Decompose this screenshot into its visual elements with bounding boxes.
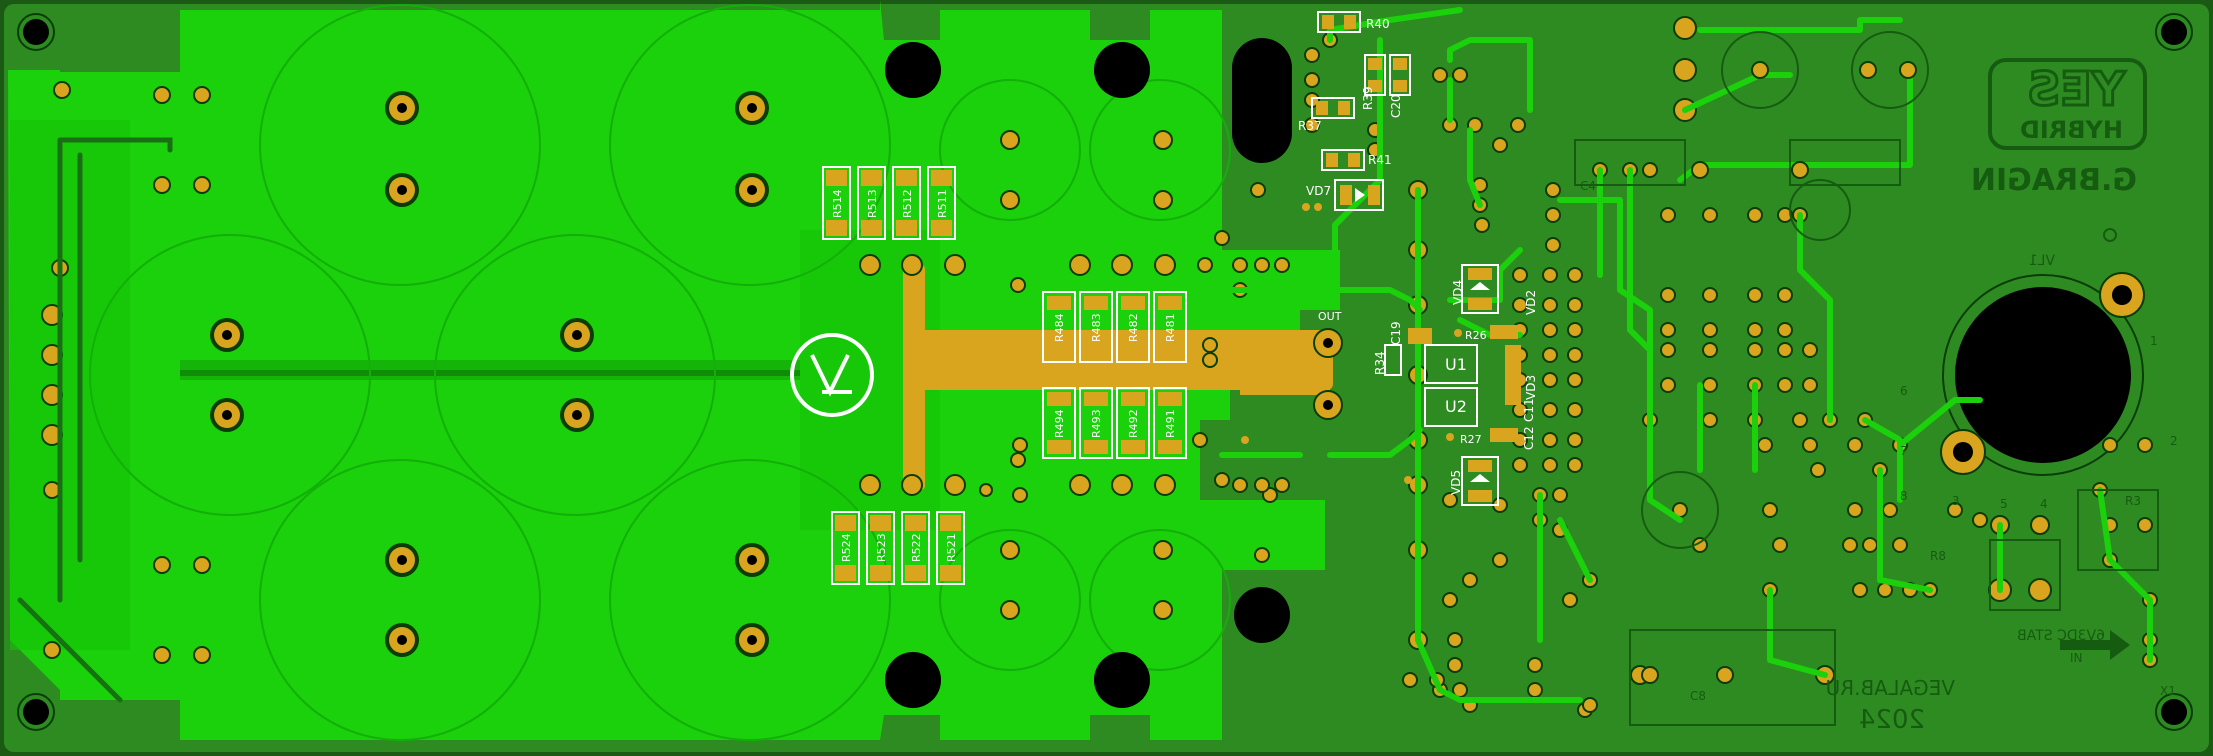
label-r514: R514 — [831, 189, 844, 218]
label-r522: R522 — [910, 533, 923, 562]
capacitor-outlines — [89, 4, 1231, 741]
r49x-bank — [1042, 387, 1187, 459]
label-r513: R513 — [866, 189, 879, 218]
label-r511: R511 — [936, 189, 949, 218]
label-r524: R524 — [840, 533, 853, 562]
smd-resistor-banks — [822, 166, 1187, 585]
mount-hole-tl — [23, 19, 49, 45]
tube-socket-hole — [1955, 287, 2131, 463]
label-r40: R40 — [1366, 17, 1390, 31]
label-r523: R523 — [875, 533, 888, 562]
input-arrow — [2060, 630, 2130, 660]
label-c11: C11 — [1522, 398, 1536, 422]
large-cap-pads — [210, 91, 769, 657]
label-out: OUT — [1318, 310, 1342, 323]
vl-logo — [790, 333, 874, 417]
front-silk-labels: R40 R37 R39 C20 R41 VD7 VD4 VD2 VD3 VD5 … — [1298, 17, 1538, 495]
yes-hybrid-logo-frame — [1988, 58, 2147, 150]
author-text: G.BRAGIN — [1971, 163, 2137, 198]
vl1-text: VL1 — [2029, 253, 2055, 269]
year-text: 2024 — [1859, 705, 1925, 735]
label-x1: X1 — [2160, 684, 2176, 698]
back-silk: YES HYBRID G.BRAGIN VEGALAB.RU 2024 6V3D… — [1574, 31, 2178, 735]
r51x-bank — [822, 166, 956, 240]
label-r481: R481 — [1164, 313, 1177, 342]
label-vd4: VD4 — [1451, 280, 1465, 305]
label-r26: R26 — [1465, 329, 1487, 342]
pin-label-7: 7 — [1900, 444, 1908, 458]
pin-label-3: 3 — [1952, 494, 1960, 508]
pin-label-4: 4 — [2040, 497, 2048, 511]
resistor-bank-labels: R514 R513 R512 R511 R484 R483 R482 R481 … — [831, 189, 1177, 562]
mount-hole-br — [2161, 699, 2187, 725]
label-r39: R39 — [1361, 86, 1375, 110]
smd-small-parts — [1311, 11, 1521, 506]
label-r492: R492 — [1127, 409, 1140, 438]
label-r8: R8 — [1930, 549, 1946, 563]
mount-hole-tr — [2161, 19, 2187, 45]
label-c12: C12 — [1522, 426, 1536, 450]
mounting-holes — [23, 19, 2187, 725]
r48x-bank — [1042, 291, 1187, 363]
label-r34: R34 — [1373, 351, 1387, 375]
logo-hybrid-text: HYBRID — [2020, 116, 2123, 144]
label-r521: R521 — [945, 533, 958, 562]
through-hole-pads — [41, 32, 2158, 718]
label-r41: R41 — [1368, 153, 1392, 167]
pin-label-8: 8 — [1900, 489, 1908, 503]
label-vd3: VD3 — [1524, 375, 1538, 400]
label-r482: R482 — [1127, 313, 1140, 342]
vias — [1241, 203, 1462, 484]
label-in: IN — [2070, 651, 2083, 665]
label-r484: R484 — [1053, 313, 1066, 342]
right-cap-pads — [1641, 61, 1917, 684]
label-c8: C8 — [1690, 689, 1706, 703]
label-r494: R494 — [1053, 409, 1066, 438]
label-vd2: VD2 — [1524, 290, 1538, 315]
label-r27: R27 — [1460, 433, 1482, 446]
label-r3: R3 — [2125, 494, 2141, 508]
label-vd5: VD5 — [1449, 470, 1463, 495]
dark-traces — [17, 137, 173, 703]
label-c20: C20 — [1389, 94, 1403, 118]
label-c19: C19 — [1389, 321, 1403, 345]
pin-label-5: 5 — [2000, 497, 2008, 511]
label-r512: R512 — [901, 189, 914, 218]
large-gold-pads — [1313, 16, 2145, 475]
site-text: VEGALAB.RU — [1826, 676, 1955, 700]
pin-label-6: 6 — [1900, 384, 1908, 398]
pin-label-2: 2 — [2170, 434, 2178, 448]
label-r483: R483 — [1090, 313, 1103, 342]
label-r491: R491 — [1164, 409, 1177, 438]
label-u1: U1 — [1445, 355, 1467, 374]
label-r37: R37 — [1298, 119, 1322, 133]
label-r493: R493 — [1090, 409, 1103, 438]
label-vd7: VD7 — [1306, 184, 1331, 198]
pin-label-1: 1 — [2150, 334, 2158, 348]
r52x-bank — [831, 511, 965, 585]
label-u2: U2 — [1445, 397, 1467, 416]
copper-traces — [1219, 7, 2153, 703]
logo-yes-text: YES — [2027, 62, 2126, 116]
mount-hole-bl — [23, 699, 49, 725]
